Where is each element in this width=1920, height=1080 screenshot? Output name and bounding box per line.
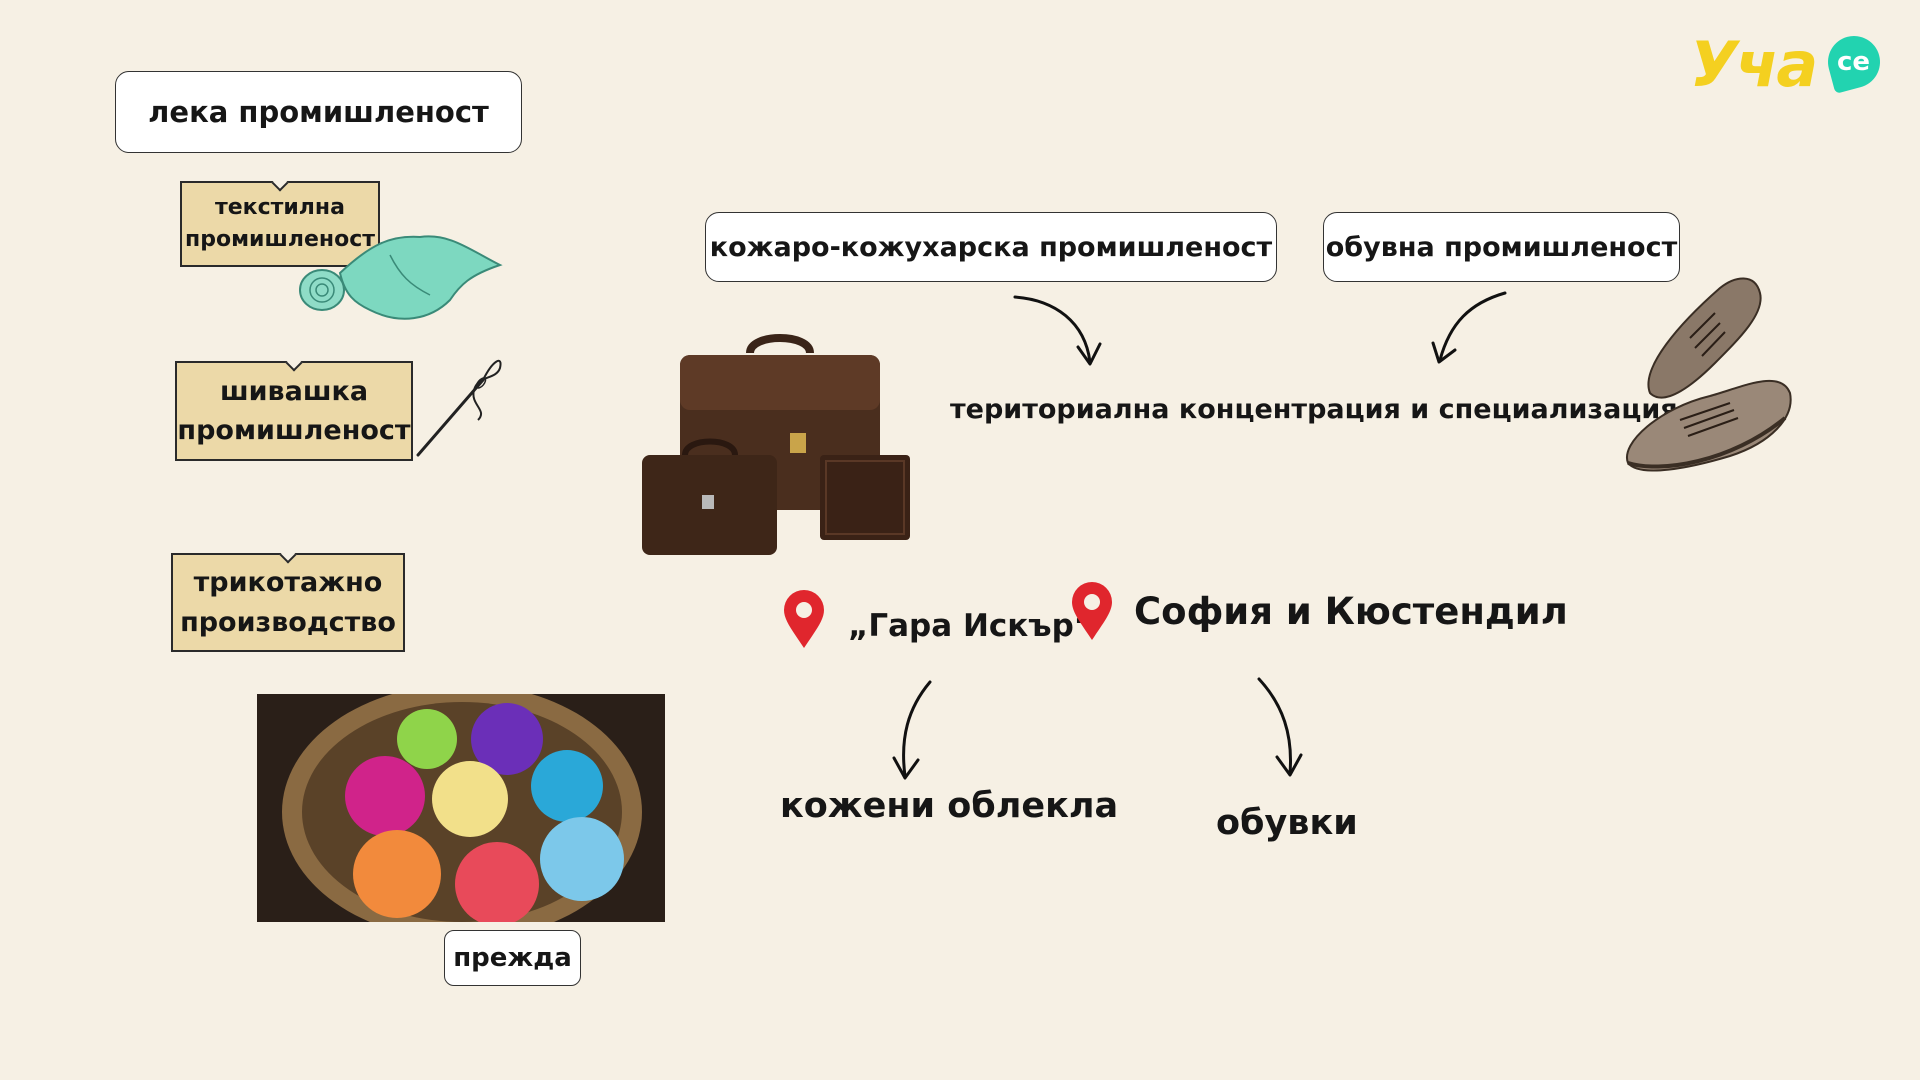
product-shoes: обувки [1216,803,1358,843]
location-pin-icon [1072,582,1112,640]
tag-sewing-line1: шивашка [219,375,369,407]
logo[interactable]: Уча се [1690,28,1890,108]
tag-knitting-line1: трикотажно [193,567,383,599]
industry-leather-text: кожаро-кожухарска промишленост [709,231,1273,263]
shoes-icon [1625,277,1792,472]
logo-text: Уча [1690,28,1818,101]
category-label-text: лека промишленост [148,95,489,129]
location-pin-icon [784,590,824,648]
concept-text: териториална концентрация и специализаци… [950,394,1678,425]
yarn-photo [257,694,665,922]
tag-notch [279,546,297,564]
location-first: „Гара Искър“ [848,608,1095,644]
yarn-caption: прежда [444,930,581,986]
arrow-to-shoes [1257,677,1303,777]
tag-textile-line1: текстилна [215,195,345,221]
yarn-caption-text: прежда [453,943,572,973]
needle-thread-icon [416,359,502,457]
tag-sewing-line2: промишленост [177,415,411,446]
arrow-shoes-to-concept [1431,291,1507,364]
tag-textile: текстилна промишленост [180,174,380,267]
logo-badge-text: се [1837,47,1871,78]
logo-badge: се [1822,30,1886,94]
category-label: лека промишленост [115,71,522,153]
tag-notch [285,354,303,372]
product-leather-clothing: кожени облекла [780,786,1119,826]
tag-notch [271,174,289,192]
industry-leather-label: кожаро-кожухарска промишленост [705,212,1277,282]
industry-shoes-label: обувна промишленост [1323,212,1680,282]
briefcase-wallet-icon [642,334,910,555]
location-second: София и Кюстендил [1134,590,1568,633]
tag-textile-line2: промишленост [185,227,375,252]
arrow-to-leather-clothing [892,680,932,780]
fabric-roll-icon [299,235,503,320]
tag-knitting: трикотажно производство [171,546,405,652]
arrow-leather-to-concept [1013,295,1102,366]
tag-sewing: шивашка промишленост [175,354,413,461]
industry-shoes-text: обувна промишленост [1325,231,1678,263]
tag-knitting-line2: производство [180,606,396,638]
